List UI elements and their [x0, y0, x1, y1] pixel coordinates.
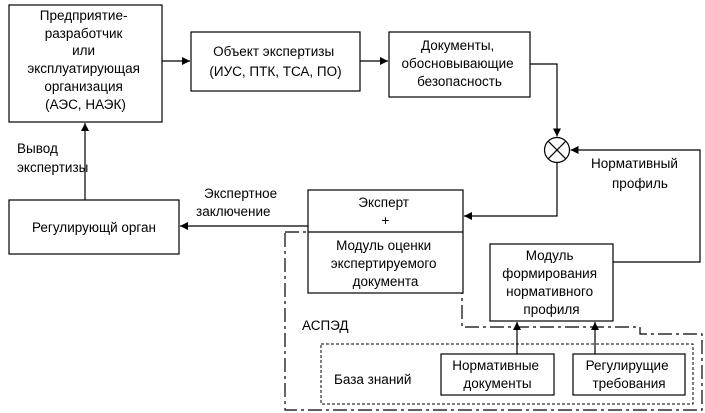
conclusion-output-label: Вывод экспертизы: [17, 141, 88, 175]
expert-conclusion-label: Экспертное заключение: [196, 186, 281, 219]
arrow-junction-to-expert: [464, 162, 558, 220]
arrow-documents-to-junction: [530, 63, 561, 137]
profile-module-text: Модуль формирования нормативного профиля: [502, 248, 601, 317]
junction-cross-2: [547, 140, 567, 160]
knowledge-base-label: База знаний: [334, 372, 411, 387]
profile-module-box: [489, 243, 614, 322]
regulator-box: [8, 199, 180, 255]
regulatory-reqs-text: Регулирущие требования: [586, 358, 673, 391]
documents-box: [388, 31, 531, 98]
expert-box: [307, 189, 464, 294]
arrow-profile-to-junction: [570, 146, 701, 263]
normative-profile-label: Нормативный профиль: [591, 156, 682, 191]
enterprise-box: [8, 4, 163, 123]
documents-text: Документы, обосновывающие безопасность: [402, 38, 518, 89]
regulatory-reqs-box: [572, 353, 686, 396]
asped-label: АСПЭД: [302, 318, 349, 333]
knowledge-base-boundary: [320, 343, 694, 405]
object-box: [190, 31, 361, 92]
object-text: Объект экспертизы (ИУС, ПТК, ТСА, ПО): [209, 44, 341, 79]
normative-docs-text: Нормативные документы: [452, 358, 543, 391]
normative-docs-box: [440, 353, 555, 396]
expert-text: Эксперт +: [358, 195, 413, 228]
enterprise-text: Предприятие- разработчик или эксплуатиру…: [27, 8, 143, 112]
regulator-text: Регулирующй орган: [32, 220, 156, 235]
evaluation-module-text: Модуль оценки экспертируемого документа: [331, 238, 441, 289]
